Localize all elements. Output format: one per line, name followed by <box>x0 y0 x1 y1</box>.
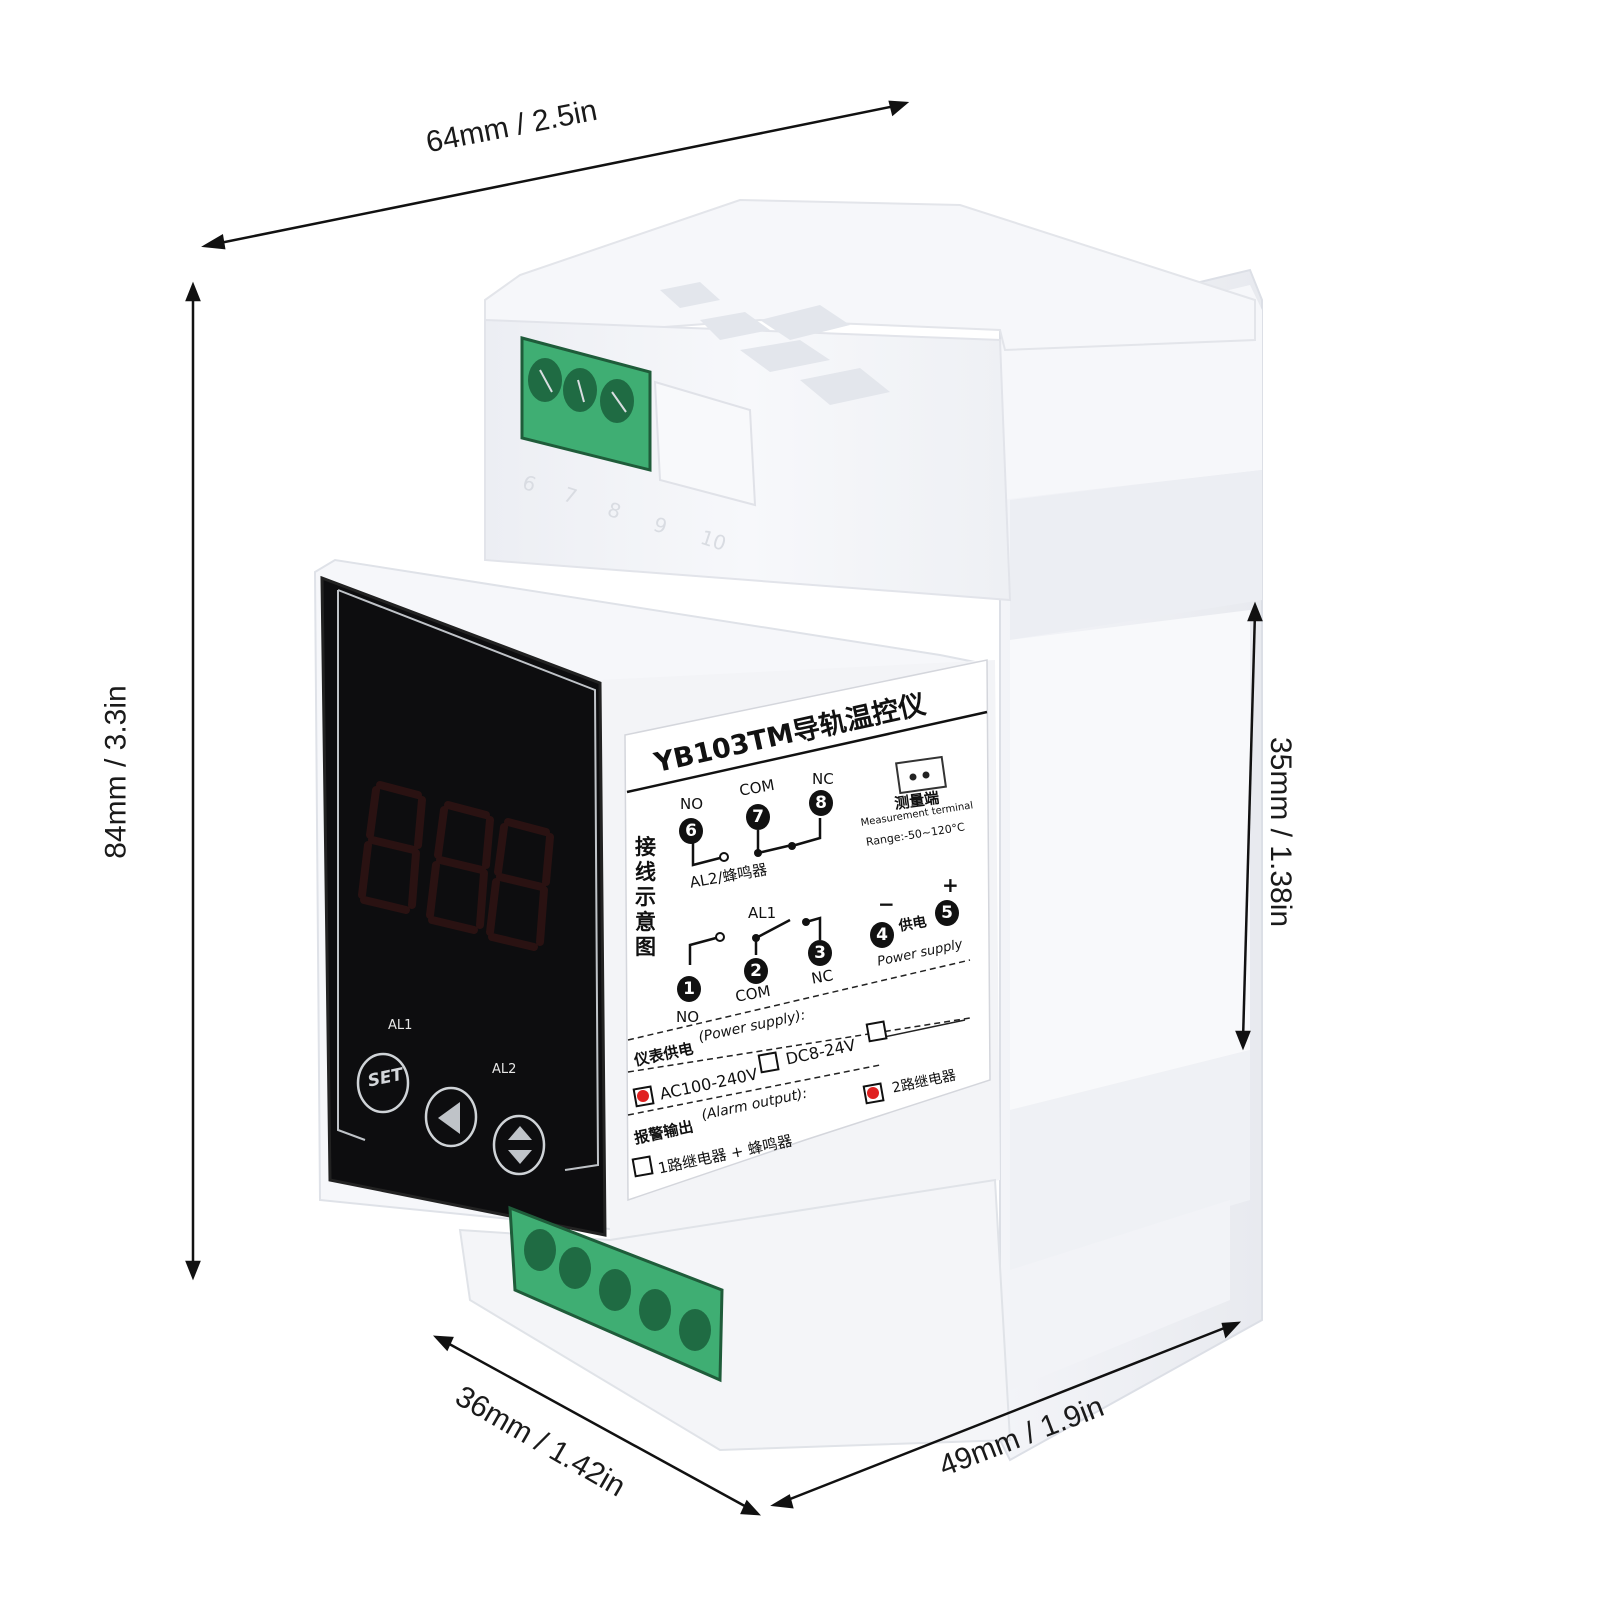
dimension-height-right: 35mm / 1.38in <box>1264 736 1298 928</box>
left-arrow-icon[interactable] <box>428 1090 474 1144</box>
terminal-1-name: NO <box>676 1008 700 1026</box>
terminal-5-badge: 5 <box>935 900 959 926</box>
wiring-diagram-title: 接线示意图 <box>635 835 656 959</box>
terminal-7-badge: 7 <box>746 804 770 830</box>
terminal-6-name: NO <box>680 795 704 813</box>
terminal-3-badge: 3 <box>808 940 832 966</box>
terminal-5-sign: + <box>942 873 959 897</box>
terminal-4-badge: 4 <box>870 922 894 948</box>
indicator-al1: AL1 <box>388 1018 413 1033</box>
al1-caption: AL1 <box>748 904 777 922</box>
terminal-3-name: NC <box>810 966 835 988</box>
terminal-1-badge: 1 <box>677 976 701 1002</box>
terminal-8-name: NC <box>812 770 834 788</box>
terminal-6-badge: 6 <box>679 818 703 844</box>
up-down-arrow-icon[interactable] <box>496 1118 542 1172</box>
terminal-2-badge: 2 <box>744 958 768 984</box>
terminal-8-badge: 8 <box>809 790 833 816</box>
indicator-al2: AL2 <box>492 1062 517 1077</box>
terminal-4-sign: − <box>878 892 895 916</box>
dimension-height-left: 84mm / 3.3in <box>99 685 133 859</box>
